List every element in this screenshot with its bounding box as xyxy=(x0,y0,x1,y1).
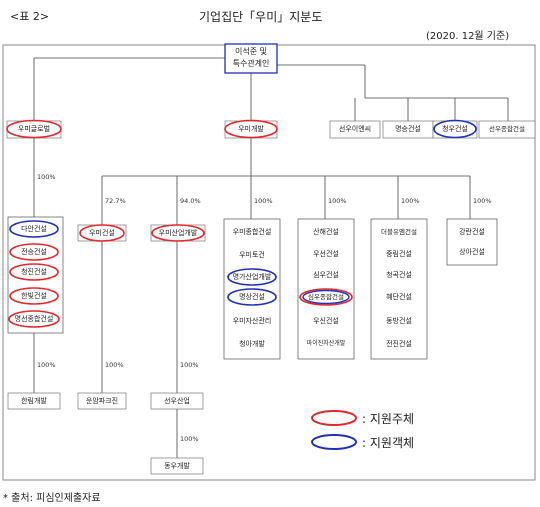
entity-label: 명가산업개발 xyxy=(232,273,272,281)
table-number: <표 2> xyxy=(10,10,50,23)
entity-box xyxy=(150,457,204,475)
entity-label: 동방건설 xyxy=(386,317,412,325)
entity-label: 우신건설 xyxy=(313,317,339,325)
entity-label: 선우종합건설 xyxy=(489,125,525,133)
support-provider-mark xyxy=(9,243,59,261)
entity-label: 청우건설 xyxy=(442,125,468,133)
ownership-pct: 100% xyxy=(473,197,492,205)
entity-label: 혜단건설 xyxy=(386,293,412,301)
ownership-pct: 100% xyxy=(254,197,273,205)
root-box xyxy=(224,43,278,74)
entity-label: 전진건설 xyxy=(386,340,412,348)
entity-label: 명선종합건설 xyxy=(14,315,54,323)
entity-label: 심우건설 xyxy=(313,271,339,279)
ownership-pct: 72.7% xyxy=(105,197,126,205)
entity-label: 동우개발 xyxy=(164,462,190,470)
support-recipient-mark xyxy=(302,289,350,305)
entity-label: 산해건설 xyxy=(313,228,339,236)
entity-label: 우미글로벌 xyxy=(17,125,51,133)
entity-label: 우미개발 xyxy=(238,125,264,133)
entity-label: 다안건설 xyxy=(21,225,47,233)
support-recipient-mark xyxy=(433,119,477,139)
entity-label: 운암파크진 xyxy=(85,397,119,405)
legend-blue-swatch xyxy=(311,434,357,450)
ownership-pct: 100% xyxy=(37,361,56,369)
entity-label: 선우산업 xyxy=(164,397,190,405)
ownership-pct: 100% xyxy=(180,361,199,369)
entity-label: 중림건설 xyxy=(386,250,412,258)
entity-label: 상아건설 xyxy=(459,248,485,256)
group-box xyxy=(446,218,498,266)
entity-label: 명승건설 xyxy=(395,125,421,133)
support-recipient-mark xyxy=(9,220,59,238)
chart-title: 기업집단「우미」지분도 xyxy=(199,10,323,24)
entity-label: 마이진자산개발 xyxy=(306,340,346,347)
entity-label: 청아개발 xyxy=(239,340,265,348)
legend-red-swatch xyxy=(311,410,357,426)
ownership-pct: 94.0% xyxy=(180,197,201,205)
entity-label: 우미토건 xyxy=(239,251,265,259)
entity-box xyxy=(77,392,127,410)
entity-label: 청곡건설 xyxy=(386,271,412,279)
date-note: (2020. 12월 기준) xyxy=(426,31,510,42)
support-provider-mark xyxy=(299,288,353,306)
ownership-pct: 100% xyxy=(37,173,56,181)
support-provider-mark xyxy=(9,287,59,305)
entity-label: 우미자산관리 xyxy=(232,317,272,325)
entity-box xyxy=(150,392,204,410)
entity-label: 한빛건설 xyxy=(21,292,47,300)
entity-box xyxy=(329,120,381,139)
support-provider-mark xyxy=(6,119,62,139)
entity-label: 한림개발 xyxy=(21,397,47,405)
entity-label: 명상건설 xyxy=(239,293,265,301)
root-name-line2: 특수관계인 xyxy=(232,59,270,68)
source-note: * 출처: 피심인제출자료 xyxy=(3,493,101,504)
ownership-pct: 100% xyxy=(105,361,124,369)
support-provider-mark xyxy=(9,263,59,281)
group-box xyxy=(370,218,428,360)
support-recipient-mark xyxy=(227,268,277,286)
entity-label: 청진건설 xyxy=(21,268,47,276)
legend-red-label: : 지원주체 xyxy=(362,412,415,426)
entity-label: 강란건설 xyxy=(459,228,485,236)
ownership-pct: 100% xyxy=(401,197,420,205)
ownership-pct: 100% xyxy=(180,435,199,443)
support-provider-mark xyxy=(8,310,60,328)
support-provider-mark xyxy=(79,224,125,242)
entity-label: 더블유엠건설 xyxy=(381,228,417,236)
legend-blue-label: : 지원객체 xyxy=(362,436,415,450)
entity-label: 전승건설 xyxy=(21,248,47,256)
entity-box xyxy=(7,392,61,410)
entity-label: 선우이엔씨 xyxy=(338,125,372,133)
entity-label: 심우종합건설 xyxy=(308,293,344,301)
entity-box xyxy=(478,120,536,139)
support-provider-mark xyxy=(224,119,278,139)
support-provider-mark xyxy=(151,224,205,242)
entity-label: 우선건설 xyxy=(313,250,339,258)
ownership-pct: 100% xyxy=(328,197,347,205)
entity-label: 우미건설 xyxy=(89,229,115,237)
support-recipient-mark xyxy=(227,288,277,306)
entity-label: 우미산업개발 xyxy=(158,229,198,237)
root-name-line1: 이석준 및 xyxy=(235,47,267,56)
entity-label: 우미종합건설 xyxy=(232,228,272,236)
